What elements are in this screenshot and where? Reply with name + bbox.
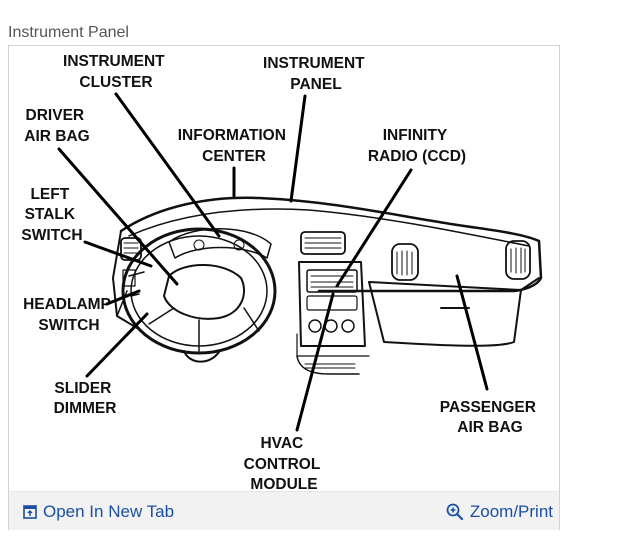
label-passenger-air-bag: PASSENGER AIR BAG bbox=[440, 399, 541, 436]
label-left-stalk-switch: LEFT STALK SWITCH bbox=[21, 186, 82, 244]
label-instrument-cluster: INSTRUMENT CLUSTER bbox=[63, 53, 169, 91]
open-new-tab-icon bbox=[23, 505, 37, 519]
label-headlamp-switch: HEADLAMP SWITCH bbox=[23, 296, 115, 334]
instrument-panel-diagram: INSTRUMENT CLUSTER INSTRUMENT PANEL DRIV… bbox=[21, 53, 543, 491]
zoom-print-link[interactable]: Zoom/Print bbox=[446, 502, 553, 522]
page-title: Instrument Panel bbox=[8, 24, 129, 41]
label-slider-dimmer: SLIDER DIMMER bbox=[54, 380, 117, 417]
label-hvac-control-module: HVAC CONTROL MODULE bbox=[244, 435, 325, 491]
image-viewer: INSTRUMENT CLUSTER INSTRUMENT PANEL DRIV… bbox=[8, 45, 560, 530]
label-infinity-radio: INFINITY RADIO (CCD) bbox=[368, 127, 466, 165]
open-new-tab-link[interactable]: Open In New Tab bbox=[23, 502, 174, 522]
viewer-footer: Open In New Tab Zoom/Print bbox=[9, 491, 559, 530]
label-information-center: INFORMATION CENTER bbox=[178, 127, 291, 165]
label-instrument-panel: INSTRUMENT PANEL bbox=[263, 55, 369, 93]
label-driver-air-bag: DRIVER AIR BAG bbox=[24, 107, 89, 145]
zoom-in-icon bbox=[446, 503, 463, 521]
zoom-print-label: Zoom/Print bbox=[469, 502, 553, 521]
open-new-tab-label: Open In New Tab bbox=[43, 502, 175, 521]
dashboard-drawing bbox=[112, 196, 543, 375]
leader-lines bbox=[57, 92, 489, 432]
